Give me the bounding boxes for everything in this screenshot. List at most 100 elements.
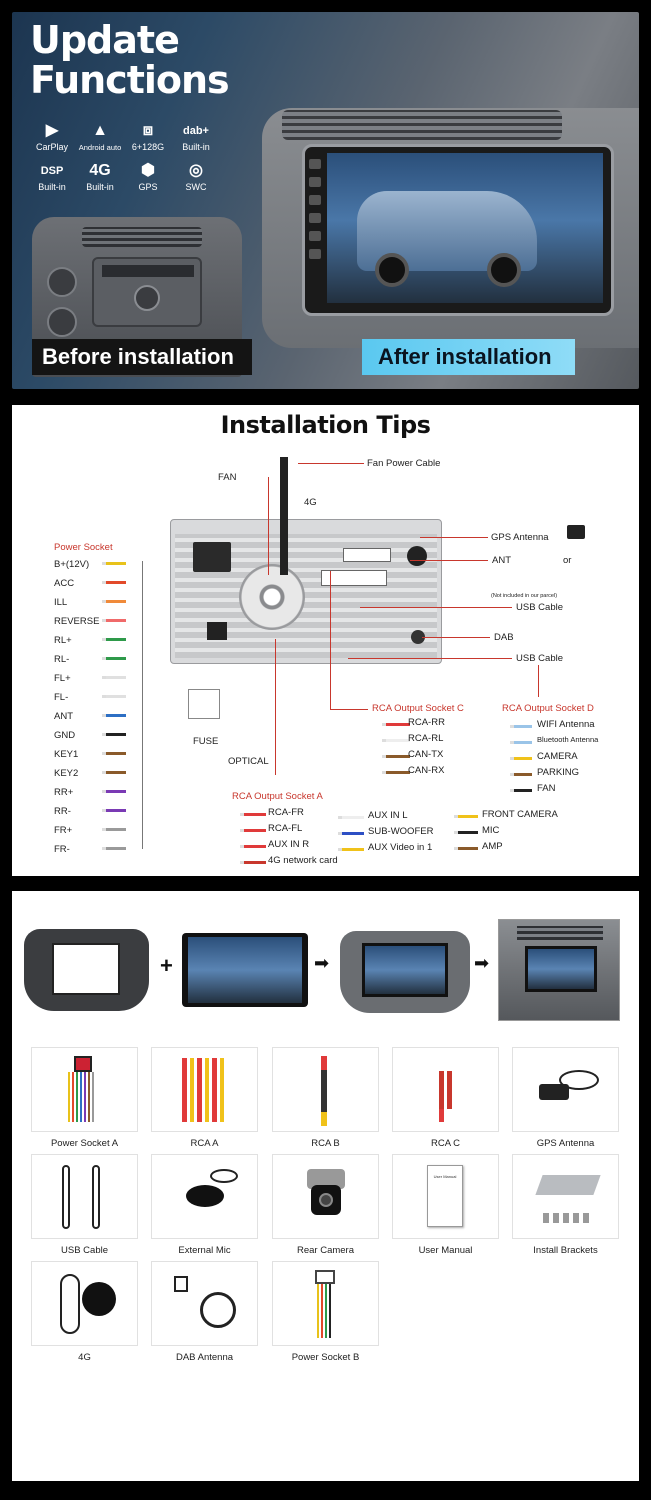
accessory-item: RCA C (392, 1047, 499, 1149)
not-included-note: (Not included in our parcel) (491, 593, 558, 599)
rca-d-item: CAMERA (537, 751, 578, 762)
rca-output-socket-d-title: RCA Output Socket D (502, 703, 594, 714)
installed-in-car (498, 919, 620, 1021)
rca-plug-icon (510, 725, 532, 728)
user-manual-cover-text: User Manual (433, 1174, 457, 1179)
rca-d-item: Bluetooth Antenna (537, 735, 599, 744)
accessory-item: RCA A (151, 1047, 258, 1149)
or-label: or (563, 555, 572, 566)
accessory-item: GPS Antenna (512, 1047, 619, 1149)
dab-icon: dab+ (183, 125, 209, 137)
accessory-image (512, 1154, 619, 1239)
power-pin-label: FL+ (54, 673, 71, 684)
rca-plug-icon (240, 861, 266, 864)
cooling-fan (239, 564, 305, 630)
accessory-item: Power Socket A (31, 1047, 138, 1149)
gps-antenna-icon (567, 525, 585, 539)
accessory-caption: Rear Camera (296, 1245, 355, 1256)
wire-icon (102, 619, 126, 622)
power-pin-label: RL+ (54, 635, 72, 646)
rca-plug-icon (240, 813, 266, 816)
rca-plug-icon (510, 741, 532, 744)
wire-icon (102, 847, 126, 850)
feature-label: 6+128G (131, 142, 165, 152)
accessory-image (392, 1047, 499, 1132)
rca-plug-icon (382, 723, 410, 726)
accessory-caption: User Manual (418, 1245, 473, 1256)
wire-icon (102, 809, 126, 812)
headline: Update Functions (30, 20, 230, 102)
before-installation-label: Before installation (42, 344, 234, 369)
arrow-icon: ➡ (314, 953, 330, 973)
accessory-caption: RCA C (430, 1138, 461, 1149)
feature-android-auto: ▲Android auto (78, 120, 122, 153)
wire-icon (102, 828, 126, 831)
rca-output-socket-c-title: RCA Output Socket C (372, 703, 464, 714)
accessory-image (512, 1047, 619, 1132)
wire-icon (102, 657, 126, 660)
feature-label: Android auto (78, 143, 122, 152)
air-vent (82, 227, 202, 247)
air-vent (282, 110, 562, 140)
wire-icon (102, 752, 126, 755)
rca-plug-icon (510, 789, 532, 792)
accessory-caption: GPS Antenna (536, 1138, 595, 1149)
power-pin-label: RR- (54, 806, 71, 817)
headline-line2: Functions (30, 58, 230, 102)
accessory-image (272, 1047, 379, 1132)
ant-label: ANT (492, 555, 511, 566)
power-pin-label: RL- (54, 654, 70, 665)
rca-plug-icon (510, 757, 532, 760)
dab-label: DAB (494, 632, 514, 643)
accessory-caption: 4G (78, 1352, 91, 1363)
power-pin-label: FL- (54, 692, 69, 703)
wire-icon (102, 562, 126, 565)
rca-plug-icon (240, 829, 266, 832)
chip-icon: ⧈ (142, 122, 154, 139)
rca-c-item: RCA-RL (408, 733, 444, 744)
suv-wheel (375, 253, 409, 287)
headunit-product (182, 933, 308, 1007)
accessory-item: Power Socket B (272, 1261, 379, 1363)
power-pin-label: RR+ (54, 787, 74, 798)
accessory-caption: DAB Antenna (175, 1352, 234, 1363)
accessory-caption: RCA B (311, 1138, 340, 1149)
accessory-caption: RCA A (190, 1138, 219, 1149)
accessory-image (31, 1154, 138, 1239)
after-installation-banner: After installation (362, 339, 575, 375)
camera-group-item: FRONT CAMERA (482, 809, 558, 820)
wire-icon (102, 638, 126, 641)
accessory-image: User Manual (392, 1154, 499, 1239)
fan-power-cable (280, 457, 288, 575)
feature-label: Built-in (38, 182, 66, 192)
power-socket-title: Power Socket (54, 542, 113, 553)
update-functions-banner: Update Functions ▶CarPlay▲Android auto⧈6… (12, 12, 639, 389)
rca-c-item: CAN-RX (408, 765, 445, 776)
headunit-in-frame (340, 931, 470, 1013)
gps-icon: ⬢ (141, 162, 155, 179)
wire-icon (102, 600, 126, 603)
accessory-caption: External Mic (178, 1245, 231, 1256)
4g-label: 4G (304, 497, 317, 508)
suv-wheel (487, 253, 521, 287)
rca-plug-icon (338, 816, 364, 819)
wire-icon (102, 676, 126, 679)
aux-group-item: AUX IN L (368, 810, 408, 821)
rca-c-item: CAN-TX (408, 749, 444, 760)
rca-plug-icon (338, 832, 364, 835)
camera-group-item: AMP (482, 841, 503, 852)
original-radio (92, 257, 202, 327)
gps-port (407, 546, 427, 566)
accessory-caption: USB Cable (61, 1245, 108, 1256)
rca-plug-icon (240, 845, 266, 848)
feature-gps: ⬢GPS (126, 160, 170, 193)
installation-tips-panel: Installation Tips Fan Power Cable FAN 4G… (12, 405, 639, 876)
power-socket-port (193, 542, 231, 572)
wire-icon (102, 695, 126, 698)
headunit-back-panel (170, 519, 442, 664)
rca-a-item: 4G network card (268, 855, 338, 866)
